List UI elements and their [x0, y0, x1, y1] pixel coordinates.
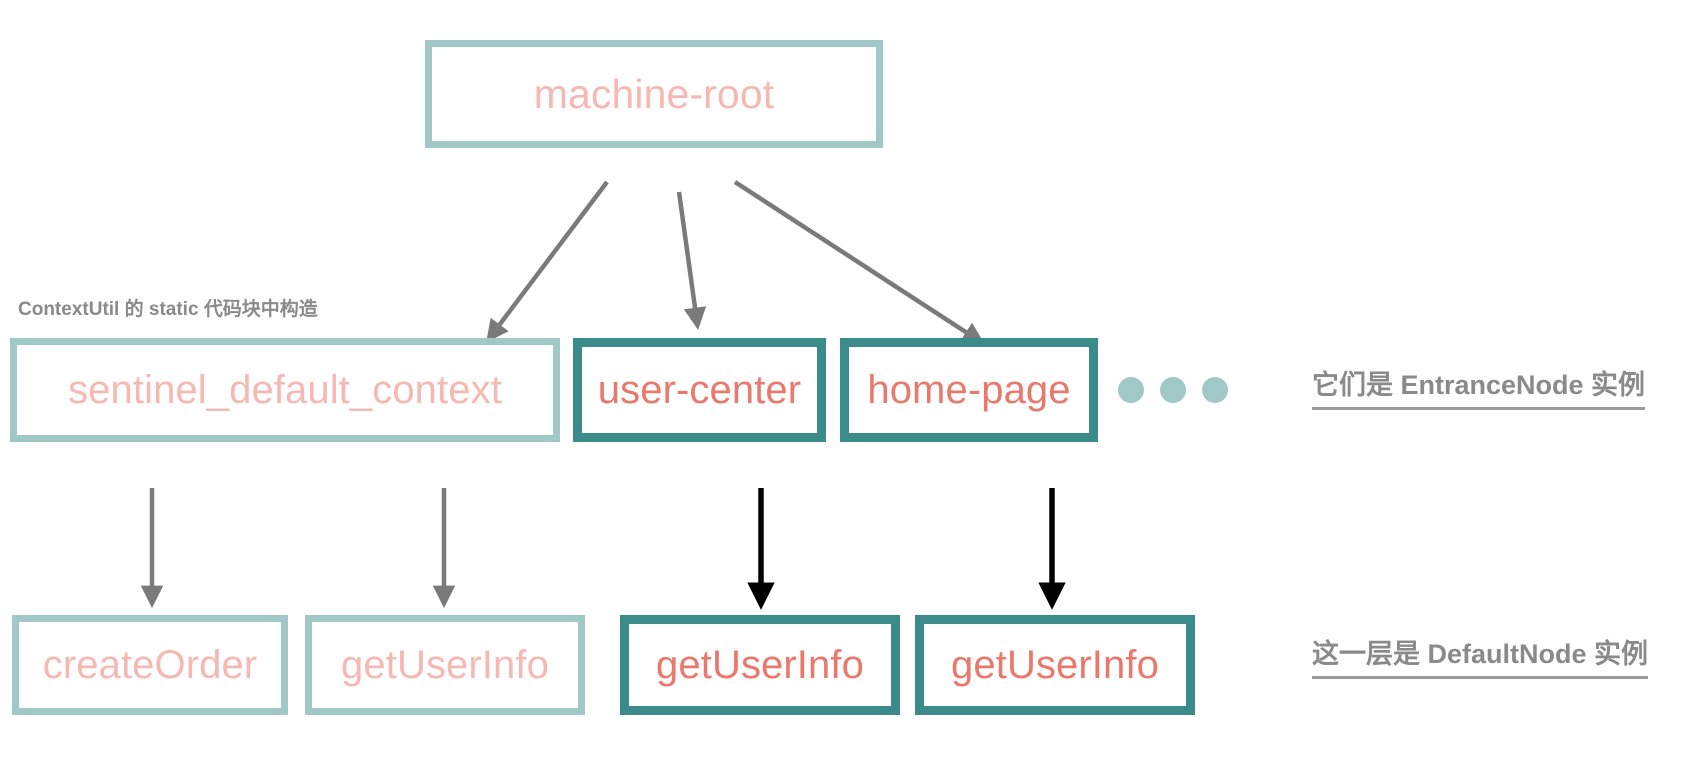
node-create-order-label: createOrder	[42, 643, 258, 687]
node-get-user-info-default-label: getUserInfo	[341, 643, 549, 687]
node-machine-root-label: machine-root	[533, 70, 775, 117]
node-create-order[interactable]: createOrder	[12, 615, 288, 715]
dot-1	[1118, 377, 1144, 403]
arrow-root-to-sentinel-default-context	[486, 180, 609, 343]
node-home-page[interactable]: home-page	[840, 338, 1098, 442]
node-get-user-info-home-page-label: getUserInfo	[951, 643, 1159, 687]
node-get-user-info-home-page[interactable]: getUserInfo	[915, 615, 1195, 715]
annotation-default-node: 这一层是 DefaultNode 实例	[1312, 639, 1649, 679]
node-get-user-info-user-center-label: getUserInfo	[656, 643, 864, 687]
dot-2	[1160, 377, 1186, 403]
node-get-user-info-user-center[interactable]: getUserInfo	[620, 615, 900, 715]
node-get-user-info-default[interactable]: getUserInfo	[305, 615, 585, 715]
node-machine-root[interactable]: machine-root	[425, 40, 883, 148]
arrow-root-to-home-page	[733, 180, 985, 345]
node-sentinel-default-context-label: sentinel_default_context	[68, 368, 502, 412]
node-user-center-label: user-center	[597, 368, 802, 412]
annotation-entrance-node: 它们是 EntranceNode 实例	[1312, 370, 1646, 410]
annotation-context-util-static: ContextUtil 的 static 代码块中构造	[18, 299, 318, 320]
node-home-page-label: home-page	[867, 368, 1071, 412]
dot-3	[1202, 377, 1228, 403]
node-user-center[interactable]: user-center	[573, 338, 826, 442]
arrow-root-to-user-center	[676, 191, 707, 331]
ellipsis-dots	[1118, 377, 1228, 403]
node-sentinel-default-context[interactable]: sentinel_default_context	[10, 338, 560, 442]
